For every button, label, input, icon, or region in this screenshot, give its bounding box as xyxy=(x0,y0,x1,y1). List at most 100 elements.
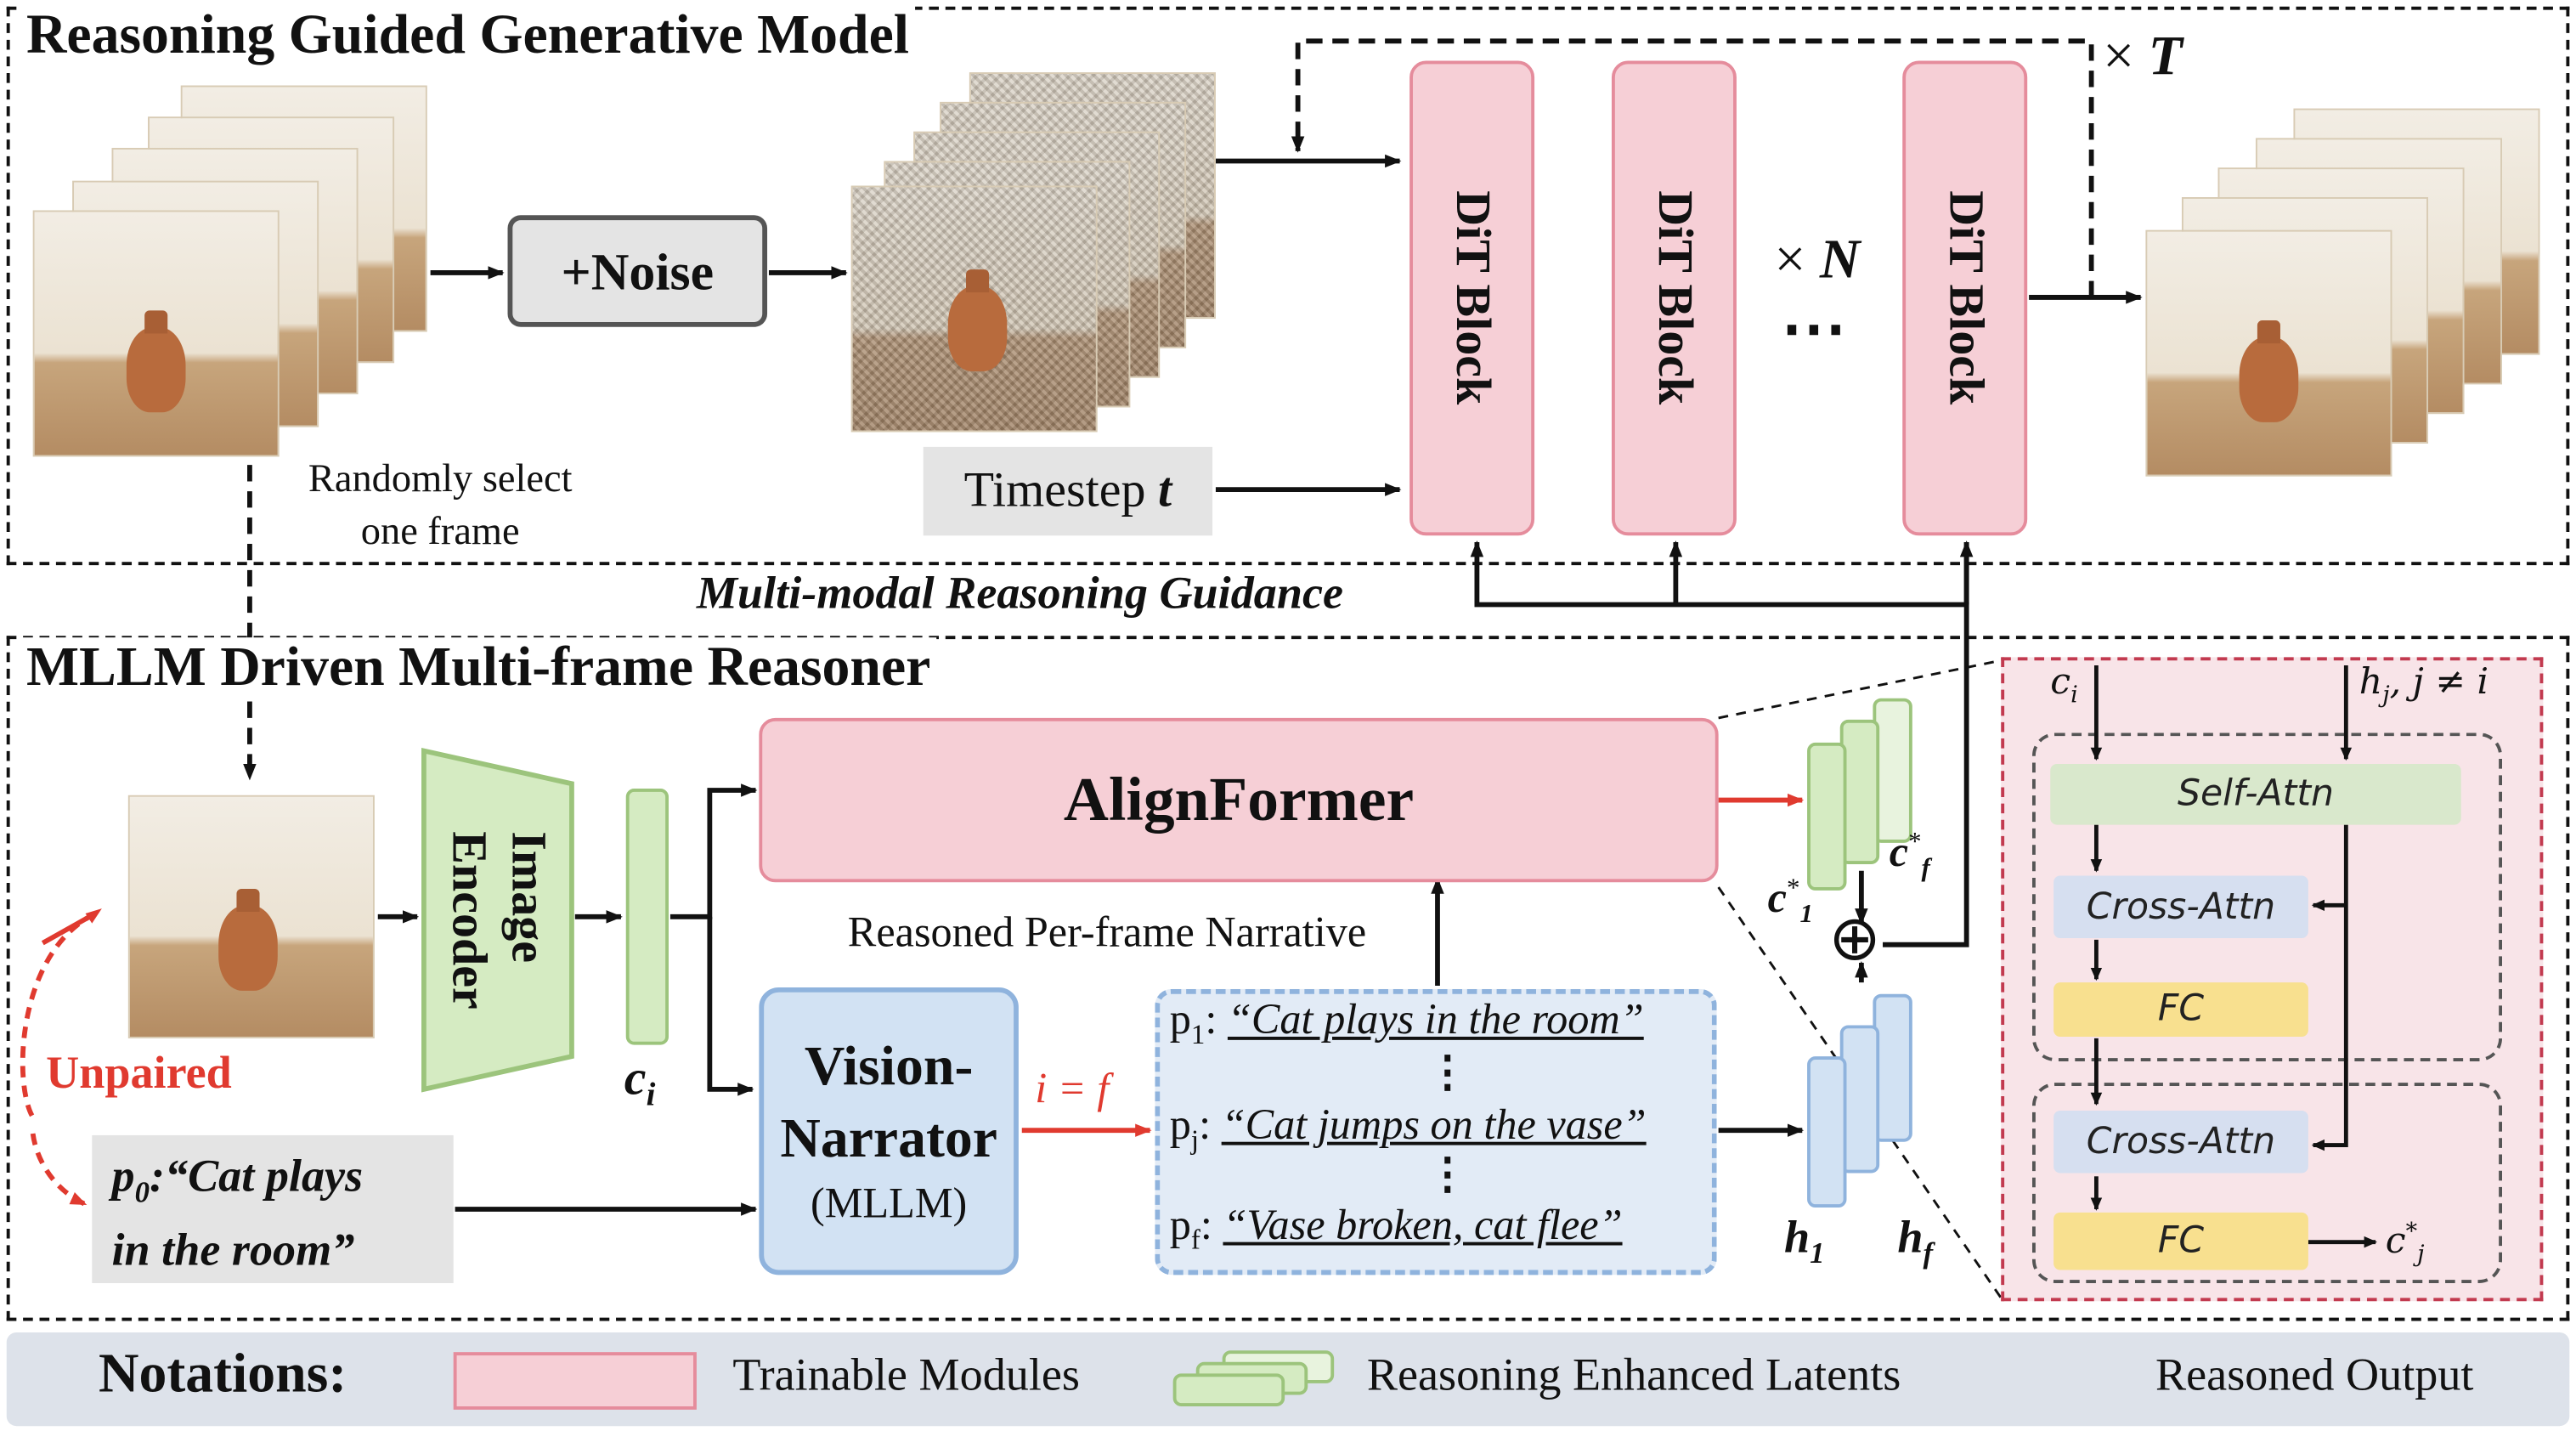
ci-latent-label: ci xyxy=(624,1051,656,1115)
timestep-var: t xyxy=(1158,463,1172,518)
inset-out-letter: c xyxy=(2385,1221,2406,1263)
h1-letter: h xyxy=(1783,1212,1811,1264)
unpaired-label: Unpaired xyxy=(46,1048,232,1100)
ci-latent xyxy=(625,789,669,1045)
prompt-1: p1: “Cat plays in the room” xyxy=(1169,995,1644,1050)
guidance-label: Multi-modal Reasoning Guidance xyxy=(696,568,1344,619)
c1-sub: 1 xyxy=(1799,900,1813,929)
dit-block-1: DiT Block xyxy=(1409,60,1535,536)
prompt-f: pf: “Vase broken, cat flee” xyxy=(1169,1201,1623,1256)
prompt-f-p: p xyxy=(1169,1201,1191,1249)
dit-block-3-label: DiT Block xyxy=(1938,190,1993,405)
cf-star-label: c*f xyxy=(1890,828,1930,884)
p0-line2: in the room” xyxy=(111,1225,355,1276)
p0-box: p0:“Cat plays in the room” xyxy=(92,1134,454,1283)
ellipsis: ⋯ xyxy=(1781,291,1847,365)
loop-t-arrow xyxy=(1291,38,2094,297)
fc-block-1: FC xyxy=(2053,982,2308,1037)
image-encoder-shape xyxy=(421,747,574,1093)
p0-p: p xyxy=(111,1151,135,1203)
vdots-1: ⋮ xyxy=(1426,1048,1469,1096)
i-eq-f-label: i = f xyxy=(1035,1064,1110,1112)
prompt-f-text: “Vase broken, cat flee” xyxy=(1223,1201,1623,1249)
dit-block-3: DiT Block xyxy=(1902,60,2028,536)
self-attn-block: Self-Attn xyxy=(2050,764,2461,825)
times-sign-n: × xyxy=(1774,229,1806,291)
random-select-line2: one frame xyxy=(360,511,520,554)
selected-frame xyxy=(127,795,375,1038)
reasoner-title: MLLM Driven Multi-frame Reasoner xyxy=(20,637,938,700)
inset-hj-sub: j xyxy=(2382,682,2390,710)
dit-block-1-label: DiT Block xyxy=(1445,190,1500,405)
dit-block-2: DiT Block xyxy=(1611,60,1737,536)
inset-hj-label: hj, j ≠ i xyxy=(2359,662,2488,709)
c1-sup: * xyxy=(1786,874,1800,903)
cross-attn-block-2: Cross-Attn xyxy=(2053,1110,2308,1174)
inset-ci-letter: c xyxy=(2050,662,2071,704)
legend-reasoned-label: Reasoned Output xyxy=(2155,1350,2474,1402)
c1-letter: c xyxy=(1767,874,1787,922)
alignformer-box: AlignFormer xyxy=(759,717,1719,883)
narrative-label: Reasoned Per-frame Narrative xyxy=(847,908,1367,957)
image-encoder-line1: Image xyxy=(500,830,556,963)
inset-hj-rest: , j ≠ i xyxy=(2389,662,2489,704)
reasoner-panel xyxy=(6,636,2570,1321)
image-encoder: Image Encoder xyxy=(421,748,575,1093)
hf-label: hf xyxy=(1897,1213,1933,1271)
dit-block-2-label: DiT Block xyxy=(1647,190,1703,405)
prompt-1-p: p xyxy=(1169,995,1191,1044)
inset-out-sub: j xyxy=(2417,1242,2425,1269)
zoom-line-top xyxy=(1718,659,2002,720)
unpaired-tip xyxy=(41,911,97,946)
noisy-frame xyxy=(850,185,1098,433)
cf-sub: f xyxy=(1921,854,1930,883)
arrow-ci-to-alignformer xyxy=(669,783,758,919)
cf-letter: c xyxy=(1889,828,1909,876)
repeat-t-label: × T xyxy=(2103,26,2183,88)
image-encoder-line2: Encoder xyxy=(442,830,496,1010)
times-sign-t: × xyxy=(2103,25,2135,88)
timestep-box: Timestep t xyxy=(923,446,1213,536)
vision-narrator-line1: Vision- xyxy=(804,1036,974,1097)
fc-block-2: FC xyxy=(2053,1212,2308,1270)
legend-trainable-label: Trainable Modules xyxy=(732,1350,1081,1402)
narrative-prompts-box xyxy=(1155,988,1717,1275)
prompt-1-text: “Cat plays in the room” xyxy=(1227,995,1644,1044)
repeat-n-label: × N xyxy=(1774,230,1860,292)
t-var: T xyxy=(2148,25,2183,88)
alignformer-label: AlignFormer xyxy=(1063,765,1415,835)
output-frame xyxy=(2145,229,2392,477)
prompt-j-text: “Cat jumps on the vase” xyxy=(1221,1100,1647,1149)
unpaired-curve-bottom xyxy=(30,1133,88,1207)
h1-sub: 1 xyxy=(1810,1236,1825,1270)
notations-title: Notations: xyxy=(99,1343,347,1406)
ci-letter: c xyxy=(624,1051,647,1106)
h1-label: h1 xyxy=(1784,1213,1825,1271)
hf-sub: f xyxy=(1923,1236,1934,1270)
p0-line1: :“Cat plays xyxy=(149,1151,364,1203)
n-var: N xyxy=(1819,229,1861,291)
arrow-ci-to-narrator xyxy=(707,916,754,1096)
oplus-symbol: ⊕ xyxy=(1828,905,1881,975)
inset-block-1 xyxy=(2031,732,2503,1061)
inset-block-2 xyxy=(2031,1083,2503,1283)
noise-box: +Noise xyxy=(507,215,768,327)
cf-sup: * xyxy=(1908,829,1922,857)
p0-sub: 0 xyxy=(134,1175,150,1209)
inset-out-label: c*j xyxy=(2386,1219,2425,1268)
timestep-label: Timestep xyxy=(963,463,1159,518)
inset-out-sup: * xyxy=(2405,1219,2418,1246)
legend-latents-label: Reasoning Enhanced Latents xyxy=(1366,1350,1901,1402)
c1-star-label: c*1 xyxy=(1768,874,1813,930)
cross-attn-block-1: Cross-Attn xyxy=(2053,875,2308,938)
random-select-line1: Randomly select xyxy=(308,458,573,501)
input-frame xyxy=(32,210,280,457)
random-select-caption: Randomly select one frame xyxy=(276,454,605,559)
generative-model-panel xyxy=(6,6,2570,566)
vision-narrator-box: Vision- Narrator (MLLM) xyxy=(759,987,1019,1275)
vision-narrator-line3: (MLLM) xyxy=(810,1179,968,1227)
prompt-1-sub: 1 xyxy=(1190,1019,1206,1050)
prompt-j-sub: j xyxy=(1190,1123,1200,1156)
